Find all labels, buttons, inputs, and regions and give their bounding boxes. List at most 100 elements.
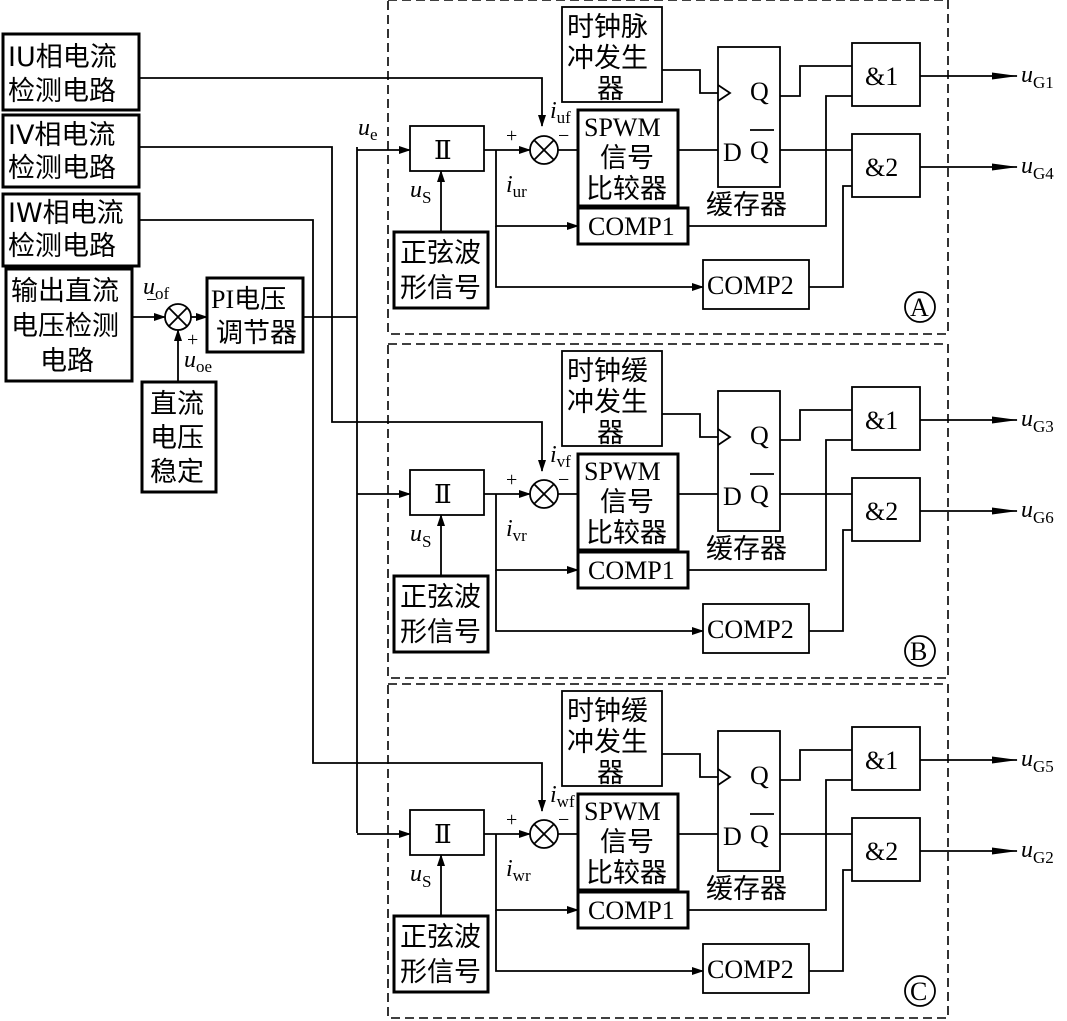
dc-out-detect-box [4, 267, 134, 383]
clock-label-line3: 器 [597, 418, 624, 449]
iw-detect-line1: IW相电流 [8, 198, 124, 229]
spwm-comparator-box [576, 108, 680, 208]
sine-label-line2: 形信号 [400, 273, 481, 304]
u-e-label: ue [358, 115, 378, 144]
minus-sign: − [558, 469, 569, 491]
output1-label: uG1 [1021, 62, 1054, 92]
clock-label-line2: 冲发生 [567, 387, 648, 418]
sine-label-line2: 形信号 [400, 617, 481, 648]
minus-sign: − [558, 809, 569, 831]
i-reference-label: ivr [506, 516, 527, 545]
latch-d-label: D [723, 822, 742, 851]
module-tag-circle [904, 635, 936, 667]
i-feedback-label: iuf [550, 98, 571, 127]
and2-box [851, 133, 921, 198]
latch-d-label: D [723, 482, 742, 511]
latch-q-label: Q [750, 77, 769, 106]
module-blocks [392, 690, 936, 1007]
u-oe-label: uoe [184, 347, 212, 376]
iw-detect-box [1, 192, 141, 268]
latch-box [717, 730, 781, 872]
module-tag-label: B [910, 637, 927, 666]
minus-sign-uof: − [146, 289, 157, 311]
module-tag-circle [904, 291, 936, 323]
dc-out-detect-line3: 电路 [40, 346, 94, 377]
output1-label: uG5 [1021, 746, 1054, 776]
latch-box [717, 390, 781, 532]
pi-regulator-line1: PI电压 [211, 285, 286, 314]
clock-label-line3: 器 [597, 74, 624, 105]
plus-sign: + [506, 125, 517, 147]
comparator-label-line2: 信号 [600, 827, 654, 858]
sine-label-line2: 形信号 [400, 957, 481, 988]
plus-sign: + [506, 809, 517, 831]
and1-label: &1 [865, 62, 898, 91]
i-feedback-label: iwf [550, 782, 575, 811]
and1-label: &1 [865, 746, 898, 775]
module-frame [387, 683, 949, 1019]
module-wires [357, 409, 1018, 635]
comparator-label-line2: 信号 [600, 487, 654, 518]
clock-label-line3: 器 [597, 758, 624, 789]
module-blocks [392, 6, 936, 323]
output2-label: uG2 [1021, 837, 1054, 867]
and2-label: &2 [865, 837, 898, 866]
i-reference-label: iwr [506, 856, 531, 885]
latch-caption: 缓存器 [706, 874, 787, 905]
latch-q-label: Q [750, 761, 769, 790]
module-frame [387, 343, 949, 679]
clock-box [561, 350, 663, 447]
phase-module-c: Ⅱ 正弦波 形信号 时钟缓 冲发生 器 SPWM 信号 比较器 COMP1 CO… [357, 683, 1054, 1019]
module-labels: Ⅱ 正弦波 形信号 时钟脉 冲发生 器 SPWM 信号 比较器 COMP1 CO… [400, 12, 1054, 322]
dc-ref-box [140, 380, 218, 494]
spwm-comparator-box [576, 452, 680, 552]
clock-box [561, 6, 663, 103]
iv-detect-line2: 检测电路 [8, 153, 116, 184]
dc-ref-line2: 电压 [150, 423, 204, 454]
iu-detect-box [1, 32, 141, 112]
clock-label-line1: 时钟缓 [567, 356, 648, 387]
latch-box [717, 46, 781, 188]
and1-box [851, 726, 921, 791]
iu-detect-line2: 检测电路 [8, 76, 116, 107]
comp2-label: COMP2 [707, 271, 794, 300]
pi-regulator-line2: 调节器 [216, 318, 297, 349]
clock-label-line1: 时钟脉 [567, 12, 648, 43]
latch-q-label: Q [750, 421, 769, 450]
minus-sign: − [558, 125, 569, 147]
sine-label-line1: 正弦波 [400, 582, 481, 613]
module-tag-label: A [910, 293, 929, 322]
latch-d-label: D [723, 138, 742, 167]
plus-sign: + [506, 469, 517, 491]
comparator-label-line2: 信号 [600, 143, 654, 174]
u-s-label: uS [410, 177, 431, 207]
clock-label-line1: 时钟缓 [567, 696, 648, 727]
and1-label: &1 [865, 406, 898, 435]
multiplier-label: Ⅱ [434, 136, 452, 165]
latch-qbar-label: Q [750, 480, 769, 509]
i-reference-label: iur [506, 172, 527, 201]
dc-out-detect-line1: 输出直流 [11, 276, 119, 307]
phase-modules: Ⅱ 正弦波 形信号 时钟脉 冲发生 器 SPWM 信号 比较器 COMP1 CO… [357, 0, 1054, 1019]
comparator-label-line3: 比较器 [586, 174, 667, 205]
module-wires [357, 749, 1018, 975]
phase-module-b: Ⅱ 正弦波 形信号 时钟缓 冲发生 器 SPWM 信号 比较器 COMP1 CO… [357, 343, 1054, 679]
comp1-label: COMP1 [588, 212, 675, 241]
multiplier-label: Ⅱ [434, 820, 452, 849]
module-tag-circle [904, 975, 936, 1007]
and2-box [851, 817, 921, 882]
comparator-label-line3: 比较器 [586, 518, 667, 549]
comparator-label-line1: SPWM [584, 797, 661, 826]
clock-label-line2: 冲发生 [567, 43, 648, 74]
plus-sign-uoe: + [187, 329, 198, 351]
dc-ref-line1: 直流 [150, 389, 204, 420]
left-labels: IU相电流 检测电路 IV相电流 检测电路 IW相电流 检测电路 输出直流 电压… [8, 42, 378, 488]
iv-detect-line1: IV相电流 [8, 120, 115, 151]
clock-box [561, 690, 663, 787]
and1-box [851, 386, 921, 451]
phase-module-a: Ⅱ 正弦波 形信号 时钟脉 冲发生 器 SPWM 信号 比较器 COMP1 CO… [357, 0, 1054, 335]
latch-qbar-label: Q [750, 136, 769, 165]
module-tag-label: C [910, 977, 927, 1006]
u-s-label: uS [410, 861, 431, 891]
